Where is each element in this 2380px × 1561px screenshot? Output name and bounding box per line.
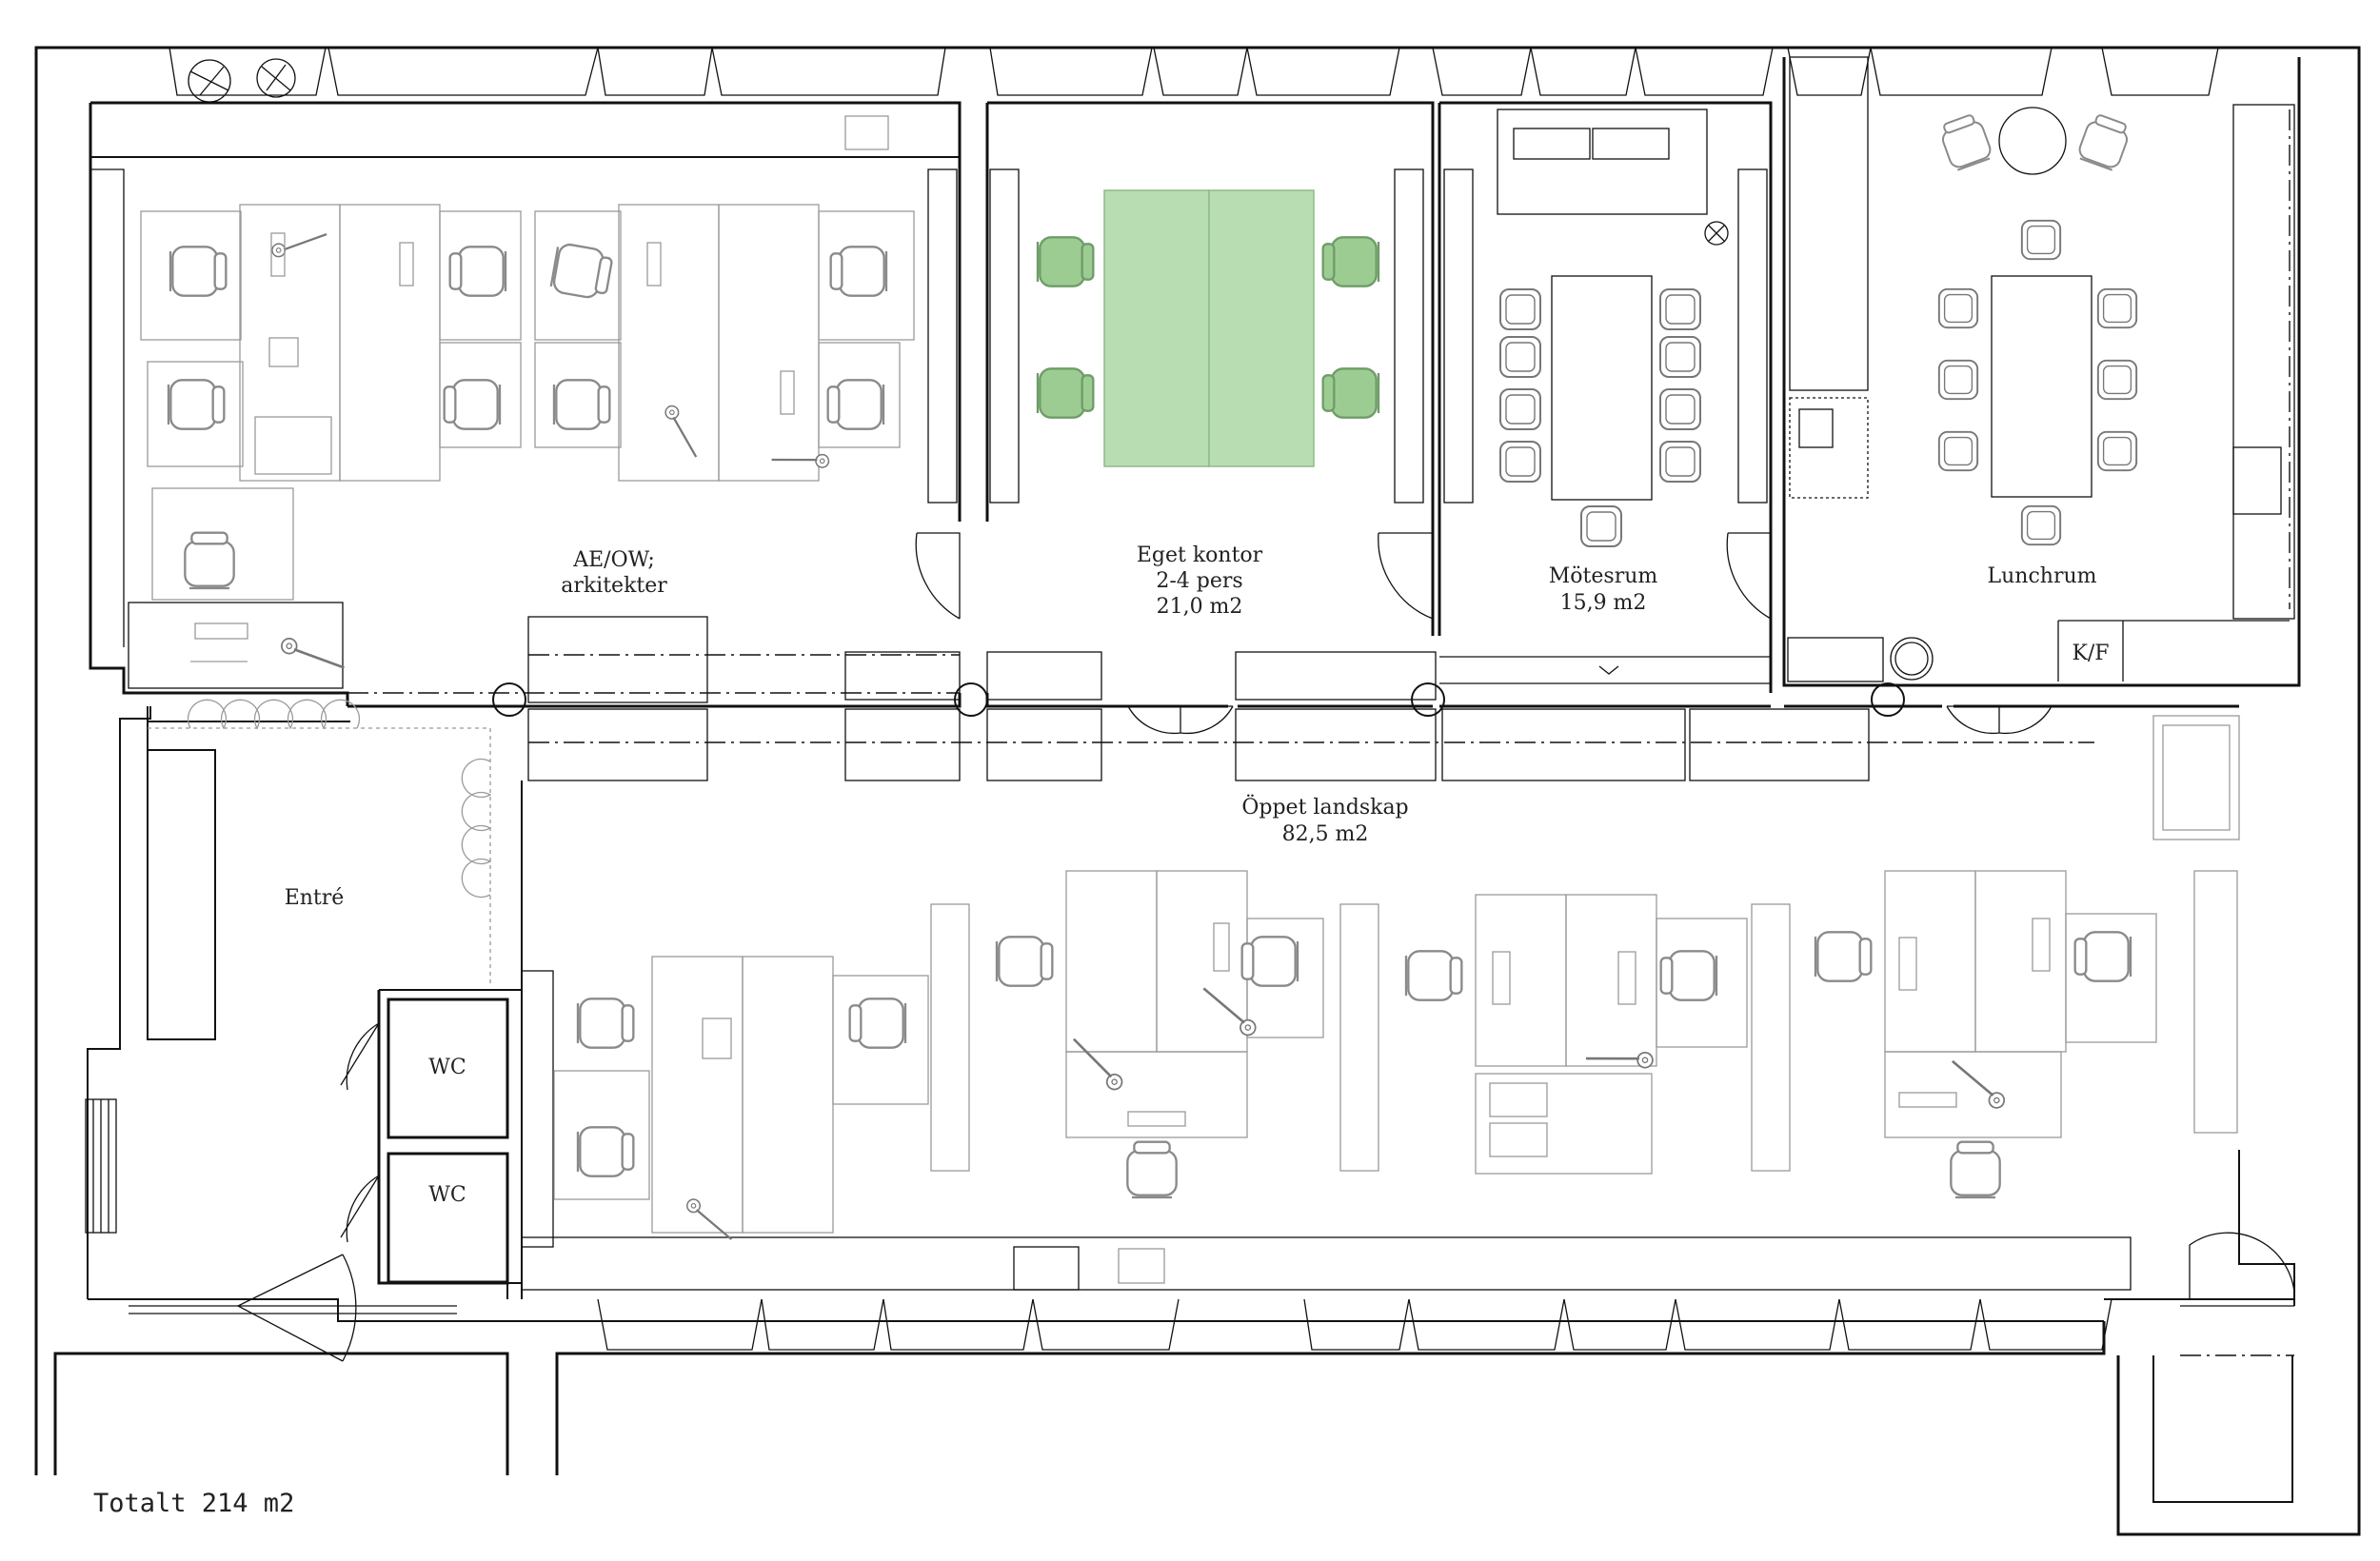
corridor-details (347, 532, 2094, 781)
label-lunchrum: Lunchrum (1988, 564, 2097, 588)
door-bottom-right (2180, 1232, 2295, 1356)
label-oppet-2: 82,5 m2 (1282, 822, 1369, 846)
windows-top (169, 47, 2219, 96)
entrance-door (85, 1098, 457, 1362)
room-labels: AE/OW; arkitekter Eget kontor 2-4 pers 2… (93, 543, 2110, 1518)
label-wc-1: WC (428, 1056, 466, 1079)
lunchrum-furniture (1789, 107, 2138, 546)
label-eget-2: 2-4 pers (1156, 569, 1242, 593)
eget-kontor-furniture (1036, 189, 1380, 467)
label-kf: K/F (2072, 642, 2109, 665)
total-area: Totalt 214 m2 (93, 1489, 294, 1518)
motesrum-furniture (1497, 109, 1729, 675)
entre-area (147, 699, 523, 1299)
upper-room-walls (89, 56, 2301, 708)
label-eget-1: Eget kontor (1137, 543, 1263, 567)
label-entre: Entré (285, 886, 345, 910)
label-aeow-1: AE/OW; (572, 548, 655, 572)
aeow-furniture (140, 58, 915, 669)
label-eget-3: 21,0 m2 (1157, 595, 1243, 619)
windows-bottom (597, 1298, 2112, 1351)
outer-walls (34, 46, 2361, 1536)
label-motesrum-2: 15,9 m2 (1560, 591, 1647, 615)
label-wc-2: WC (428, 1183, 466, 1207)
oppet-landskap-furniture (521, 715, 2240, 1291)
label-aeow-2: arkitekter (561, 574, 667, 598)
label-motesrum-1: Mötesrum (1549, 564, 1658, 588)
label-oppet-1: Öppet landskap (1241, 794, 1408, 820)
plant-icon (188, 58, 296, 103)
